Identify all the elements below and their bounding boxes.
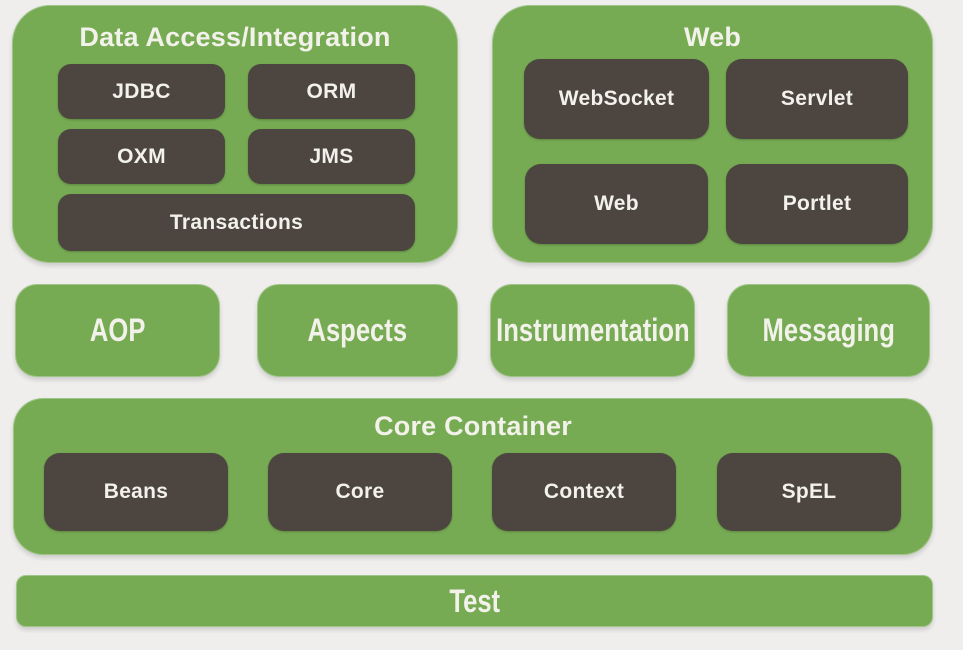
module-test-label: Test (449, 582, 500, 619)
module-spel: SpEL (717, 453, 901, 531)
module-test: Test (16, 575, 933, 627)
module-jms: JMS (248, 129, 415, 184)
panel-title-data-access-integration: Data Access/Integration (79, 22, 391, 52)
module-transactions: Transactions (58, 194, 415, 251)
module-oxm-label: OXM (117, 144, 166, 168)
module-oxm: OXM (58, 129, 225, 184)
module-context-label: Context (543, 480, 625, 503)
module-messaging: Messaging (727, 284, 930, 377)
module-aop-label: AOP (89, 312, 146, 348)
panel-title-web: Web (683, 22, 742, 52)
panel-core-container: Core Container Beans Core Context SpEL (13, 398, 933, 555)
module-aspects: Aspects (257, 284, 458, 377)
module-context: Context (492, 453, 676, 531)
module-portlet: Portlet (726, 164, 908, 244)
module-portlet-label: Portlet (782, 192, 852, 215)
module-core: Core (268, 453, 452, 531)
module-web-label: Web (594, 192, 639, 215)
module-core-label: Core (335, 480, 385, 503)
module-jdbc-label: JDBC (112, 79, 171, 103)
panel-data-access-integration: Data Access/Integration JDBC ORM OXM JMS… (12, 5, 458, 263)
module-beans: Beans (44, 453, 228, 531)
module-instrumentation-label: Instrumentation (495, 312, 690, 348)
module-spel-label: SpEL (781, 480, 837, 503)
module-websocket-label: WebSocket (558, 87, 675, 110)
module-websocket: WebSocket (524, 59, 709, 139)
module-orm-label: ORM (306, 79, 357, 103)
module-transactions-label: Transactions (169, 210, 304, 234)
module-aspects-label: Aspects (307, 312, 408, 348)
module-servlet: Servlet (726, 59, 908, 139)
module-orm: ORM (248, 64, 415, 119)
module-web: Web (525, 164, 708, 244)
module-messaging-label: Messaging (762, 312, 895, 348)
module-beans-label: Beans (103, 480, 169, 503)
module-aop: AOP (15, 284, 220, 377)
module-jdbc: JDBC (58, 64, 225, 119)
module-instrumentation: Instrumentation (490, 284, 695, 377)
module-jms-label: JMS (309, 144, 354, 168)
module-servlet-label: Servlet (780, 87, 854, 110)
panel-title-core-container: Core Container (374, 411, 572, 441)
panel-web: Web WebSocket Servlet Web Portlet (492, 5, 933, 263)
